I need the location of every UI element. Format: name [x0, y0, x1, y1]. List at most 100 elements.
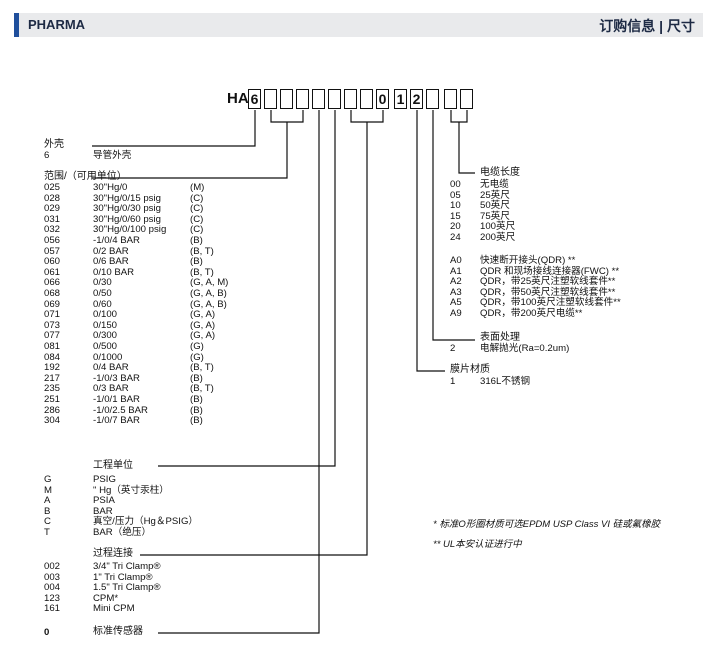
range-units: (G, A) [190, 309, 216, 321]
header-accent-bar [14, 13, 19, 37]
qdr-desc: QDR，带200英尺电缆** [480, 308, 583, 319]
range-units: (B) [190, 372, 203, 384]
range-units: (G, A, B) [190, 288, 227, 299]
unit-desc: PSIA [93, 495, 115, 507]
cable-code: 05 [450, 189, 461, 201]
range-units: (G) [190, 351, 204, 363]
range-value: -1/0/3 BAR [93, 372, 140, 384]
range-units: (C) [190, 203, 204, 215]
range-value: -1/0/2.5 BAR [93, 404, 148, 416]
sensor-code: 0 [44, 627, 50, 638]
code-box-13 [444, 89, 457, 109]
range-value: 0/1000 [93, 351, 123, 363]
range-units: (C) [190, 213, 204, 225]
cable-desc: 75英尺 [480, 210, 510, 222]
process-code: 004 [44, 582, 61, 594]
unit-code: M [44, 484, 52, 496]
qdr-code: A9 [450, 308, 462, 319]
unit-code: A [44, 495, 51, 507]
process-code: 002 [44, 561, 61, 572]
range-code: 057 [44, 245, 61, 257]
cable-desc: 25英尺 [480, 189, 510, 201]
range-value: -1/0/1 BAR [93, 394, 140, 405]
range-units: (B) [190, 415, 203, 427]
header-title: 订购信息 | 尺寸 [599, 18, 695, 34]
process-desc: 1.5" Tri Clamp® [93, 582, 161, 594]
unit-desc: " Hg（英寸汞柱） [93, 484, 169, 496]
range-units: (G, A, M) [190, 277, 229, 289]
cable-code: 15 [450, 210, 461, 222]
cable-title: 电缆长度 [480, 167, 520, 178]
range-value: 0/6 BAR [93, 256, 129, 268]
code-box-2 [264, 89, 277, 109]
range-value: 0/300 [93, 330, 118, 342]
unit-code: G [44, 474, 52, 485]
footnote-oring: * 标准O形圈材质可选EPDM USP Class VI 硅或氟橡胶 [433, 519, 661, 530]
range-code: 071 [44, 309, 61, 321]
range-units: (C) [190, 192, 204, 204]
housing-desc: 导管外壳 [93, 150, 132, 161]
code-box-4 [296, 89, 309, 109]
range-value: 0/100 [93, 309, 118, 321]
range-code: 304 [44, 415, 61, 427]
range-value: 30"Hg/0/30 psig [93, 203, 161, 215]
range-units: (B) [190, 235, 203, 246]
range-value: 30"Hg/0 [93, 182, 128, 193]
range-units: (G, A) [190, 330, 216, 342]
range-units: (C) [190, 224, 204, 236]
code-box-5 [312, 89, 325, 109]
units-title: 工程单位 [93, 460, 133, 471]
qdr-desc: QDR，带25英尺注塑软线套件** [480, 276, 616, 288]
range-value: 0/2 BAR [93, 245, 129, 257]
qdr-desc: QDR，带100英尺注塑软线套件** [480, 297, 621, 309]
code-box-6 [328, 89, 341, 109]
range-value: 30"Hg/0/15 psig [93, 192, 161, 204]
range-code: 217 [44, 372, 61, 384]
page-header: PHARMA 订购信息 | 尺寸 [14, 13, 703, 37]
code-box-1: 6 [248, 89, 261, 109]
range-units: (G) [190, 341, 204, 352]
cable-code: 24 [450, 232, 461, 243]
range-units: (B) [190, 404, 203, 416]
process-code: 123 [44, 592, 61, 604]
range-code: 192 [44, 362, 61, 374]
process-desc: Mini CPM [93, 603, 135, 615]
unit-desc: PSIG [93, 474, 116, 485]
unit-desc: BAR [93, 505, 113, 517]
range-units: (B, T) [190, 383, 214, 395]
range-value: 0/150 [93, 319, 118, 331]
range-code: 028 [44, 192, 61, 204]
code-box-12 [426, 89, 439, 109]
qdr-code: A5 [450, 297, 462, 309]
process-code: 003 [44, 571, 61, 583]
finish-desc: 电解抛光(Ra=0.2um) [480, 343, 570, 354]
housing-code: 6 [44, 150, 50, 161]
range-units: (B) [190, 394, 203, 405]
cable-desc: 100英尺 [480, 221, 516, 233]
range-code: 061 [44, 266, 61, 278]
range-units: (B) [190, 256, 203, 268]
range-code: 286 [44, 404, 61, 416]
finish-title: 表面处理 [480, 332, 520, 343]
range-value: 0/10 BAR [93, 266, 135, 278]
process-desc: CPM* [93, 592, 119, 604]
code-box-14 [460, 89, 473, 109]
sensor-desc: 标准传感器 [93, 626, 143, 637]
cable-code: 10 [450, 200, 461, 212]
diaphragm-code: 1 [450, 376, 456, 387]
range-value: 0/500 [93, 341, 118, 352]
range-units: (G, A) [190, 319, 216, 331]
qdr-code: A2 [450, 276, 462, 288]
range-code: 060 [44, 256, 61, 268]
unit-code: T [44, 527, 50, 538]
range-code: 251 [44, 394, 61, 405]
range-value: 0/30 [93, 277, 112, 289]
range-value: -1/0/4 BAR [93, 235, 140, 246]
range-value: 0/3 BAR [93, 383, 129, 395]
cable-desc: 无电缆 [480, 179, 509, 190]
range-code: 069 [44, 298, 61, 310]
code-box-10: 1 [394, 89, 407, 109]
unit-desc: 真空/压力（Hg＆PSIG） [93, 516, 199, 528]
range-code: 025 [44, 182, 61, 193]
code-box-3 [280, 89, 293, 109]
